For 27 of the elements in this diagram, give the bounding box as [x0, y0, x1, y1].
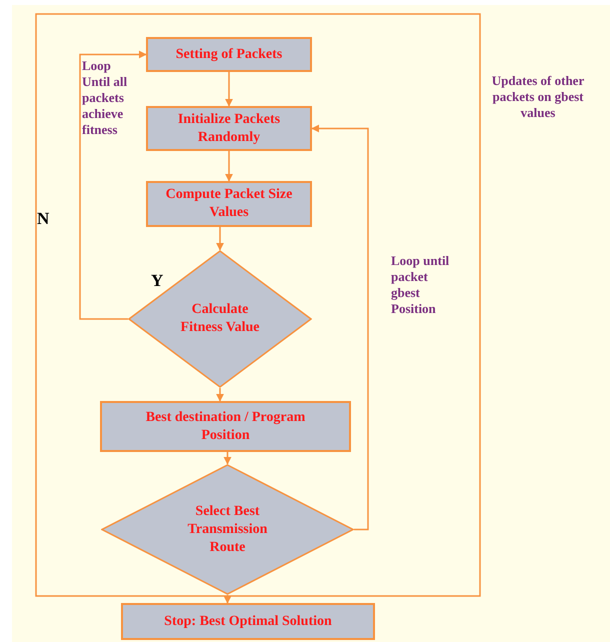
process-box	[146, 106, 312, 151]
node-text: Setting of Packets	[174, 46, 284, 64]
node-text: Select Best Transmission Route	[186, 502, 268, 556]
annotation-text: N	[37, 208, 50, 230]
annotation-text: Y	[151, 270, 164, 292]
annotation-text: Updates of other packets on gbest values	[490, 73, 586, 121]
node-text: Stop: Best Optimal Solution	[163, 612, 333, 630]
process-box	[146, 181, 312, 227]
arrow	[216, 227, 224, 251]
decision-diamond	[101, 464, 354, 595]
arrow	[311, 124, 369, 530]
arrow	[224, 595, 232, 604]
process-box	[100, 401, 351, 452]
process-box	[146, 37, 312, 72]
process-box	[121, 603, 375, 640]
node-text: Best destination / Program Position	[144, 408, 306, 444]
annotation-text: Loop Until all packets achieve fitness	[82, 58, 128, 138]
annotation-text: Loop until packet gbest Position	[391, 253, 450, 317]
arrow	[225, 151, 233, 182]
arrow	[225, 72, 233, 107]
node-text: Initialize Packets Randomly	[176, 110, 282, 146]
arrow	[224, 452, 232, 465]
node-text: Compute Packet Size Values	[164, 186, 294, 222]
arrow	[79, 50, 147, 320]
node-text: Calculate Fitness Value	[180, 301, 260, 337]
arrow	[216, 388, 224, 402]
decision-diamond	[128, 250, 312, 388]
